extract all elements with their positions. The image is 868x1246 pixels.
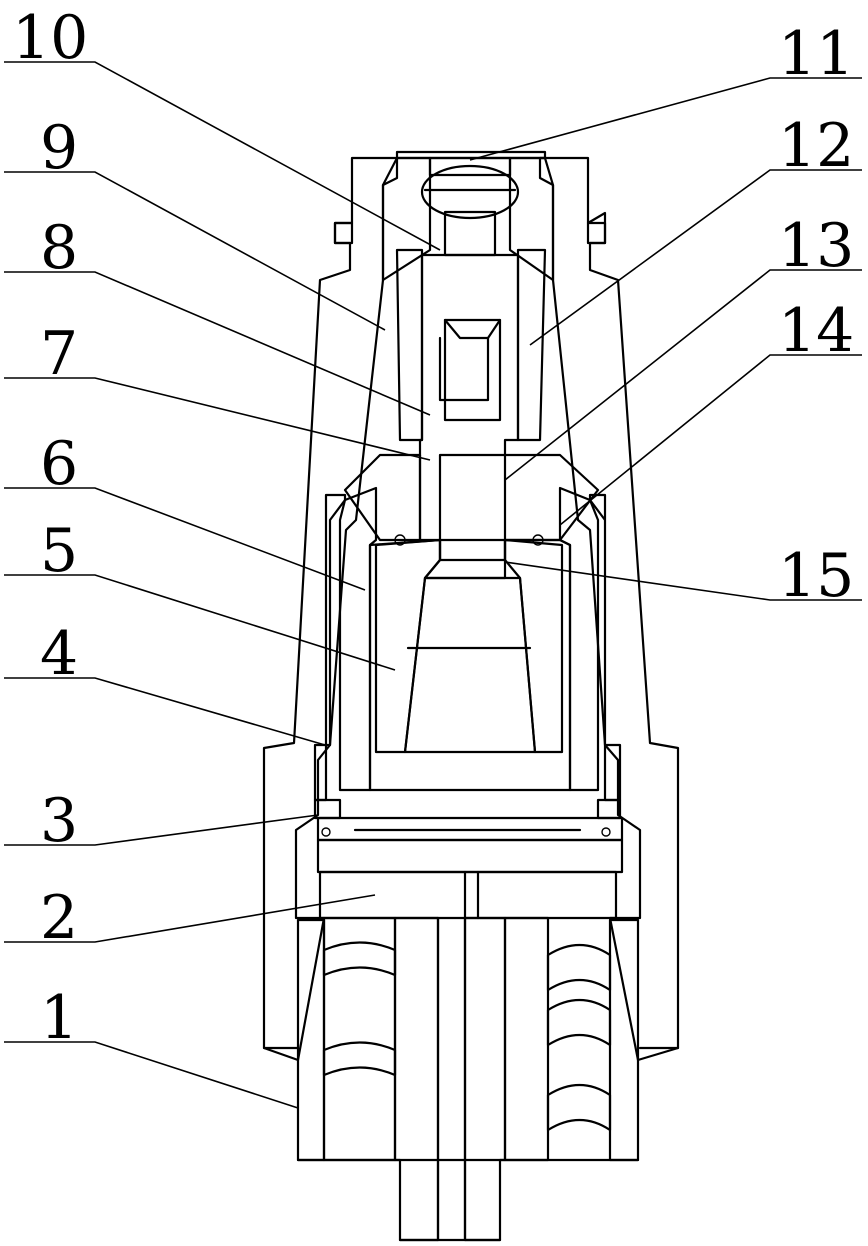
label-7: 7 — [40, 319, 78, 389]
label-8: 8 — [40, 213, 78, 283]
leader-lines — [4, 61, 862, 1109]
base-plate — [316, 816, 624, 920]
label-6: 6 — [40, 429, 78, 499]
bottom-connector-part — [296, 916, 640, 1242]
label-4: 4 — [40, 619, 78, 689]
label-5: 5 — [40, 516, 78, 586]
inner-sleeve — [313, 486, 622, 820]
label-11: 11 — [778, 19, 854, 89]
label-2: 2 — [40, 883, 78, 953]
label-13: 13 — [778, 211, 854, 281]
reference-numbers: 10 9 8 7 6 5 4 3 2 1 11 12 13 14 15 — [12, 3, 854, 1053]
label-10: 10 — [12, 3, 88, 73]
label-14: 14 — [778, 296, 854, 366]
label-9: 9 — [40, 113, 78, 183]
label-15: 15 — [778, 541, 854, 611]
label-1: 1 — [40, 983, 78, 1053]
label-3: 3 — [40, 786, 78, 856]
inner-cup — [368, 538, 572, 792]
valve-stem — [343, 248, 600, 546]
label-12: 12 — [778, 111, 854, 181]
top-nozzle — [333, 150, 607, 282]
